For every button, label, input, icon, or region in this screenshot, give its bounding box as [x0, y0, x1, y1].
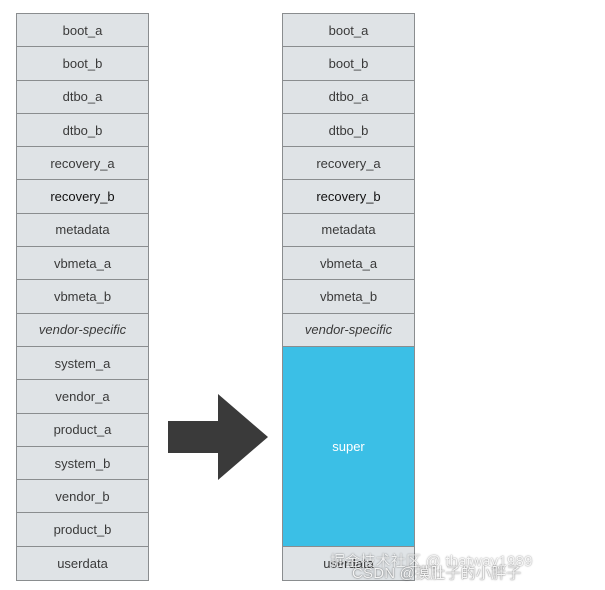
partition-vbmeta-a: vbmeta_a — [17, 247, 148, 281]
partition-layout-after: boot_a boot_b dtbo_a dtbo_b recovery_a r… — [282, 13, 415, 582]
partition-super: super — [283, 346, 414, 547]
partition-boot-a: boot_a — [283, 14, 414, 48]
partition-layout-before: boot_a boot_b dtbo_a dtbo_b recovery_a r… — [16, 13, 149, 582]
partition-vendor-a: vendor_a — [17, 380, 148, 414]
watermark-text: CSDN @摸肚子的小胖子 — [352, 565, 522, 582]
partition-dtbo-b: dtbo_b — [283, 113, 414, 148]
partition-product-b: product_b — [17, 513, 148, 547]
watermark: 掘金技术社区 @ thatway1989 CSDN @摸肚子的小胖子 — [330, 553, 532, 582]
partition-boot-b: boot_b — [283, 47, 414, 81]
watermark-secondary-text: 掘金技术社区 @ thatway1989 — [330, 553, 533, 570]
partition-dtbo-a: dtbo_a — [283, 80, 414, 114]
partition-userdata: userdata — [283, 546, 414, 581]
arrow-shape — [168, 394, 268, 480]
partition-recovery-b: recovery_b — [283, 180, 414, 214]
partition-metadata: metadata — [17, 213, 148, 248]
right-arrow-icon — [168, 394, 268, 480]
partition-dtbo-b: dtbo_b — [17, 113, 148, 148]
partition-vendor-b: vendor_b — [17, 480, 148, 514]
partition-boot-a: boot_a — [17, 14, 148, 48]
partition-system-b: system_b — [17, 446, 148, 481]
partition-vendor-specific: vendor-specific — [283, 313, 414, 347]
partition-product-a: product_a — [17, 413, 148, 447]
partition-vbmeta-a: vbmeta_a — [283, 247, 414, 281]
partition-vendor-specific: vendor-specific — [17, 313, 148, 347]
partition-boot-b: boot_b — [17, 47, 148, 81]
partition-recovery-a: recovery_a — [17, 147, 148, 181]
partition-vbmeta-b: vbmeta_b — [17, 280, 148, 314]
partition-dtbo-a: dtbo_a — [17, 80, 148, 114]
partition-recovery-a: recovery_a — [283, 147, 414, 181]
partition-vbmeta-b: vbmeta_b — [283, 280, 414, 314]
partition-userdata: userdata — [17, 546, 148, 581]
partition-recovery-b: recovery_b — [17, 180, 148, 214]
partition-metadata: metadata — [283, 213, 414, 248]
partition-system-a: system_a — [17, 346, 148, 381]
